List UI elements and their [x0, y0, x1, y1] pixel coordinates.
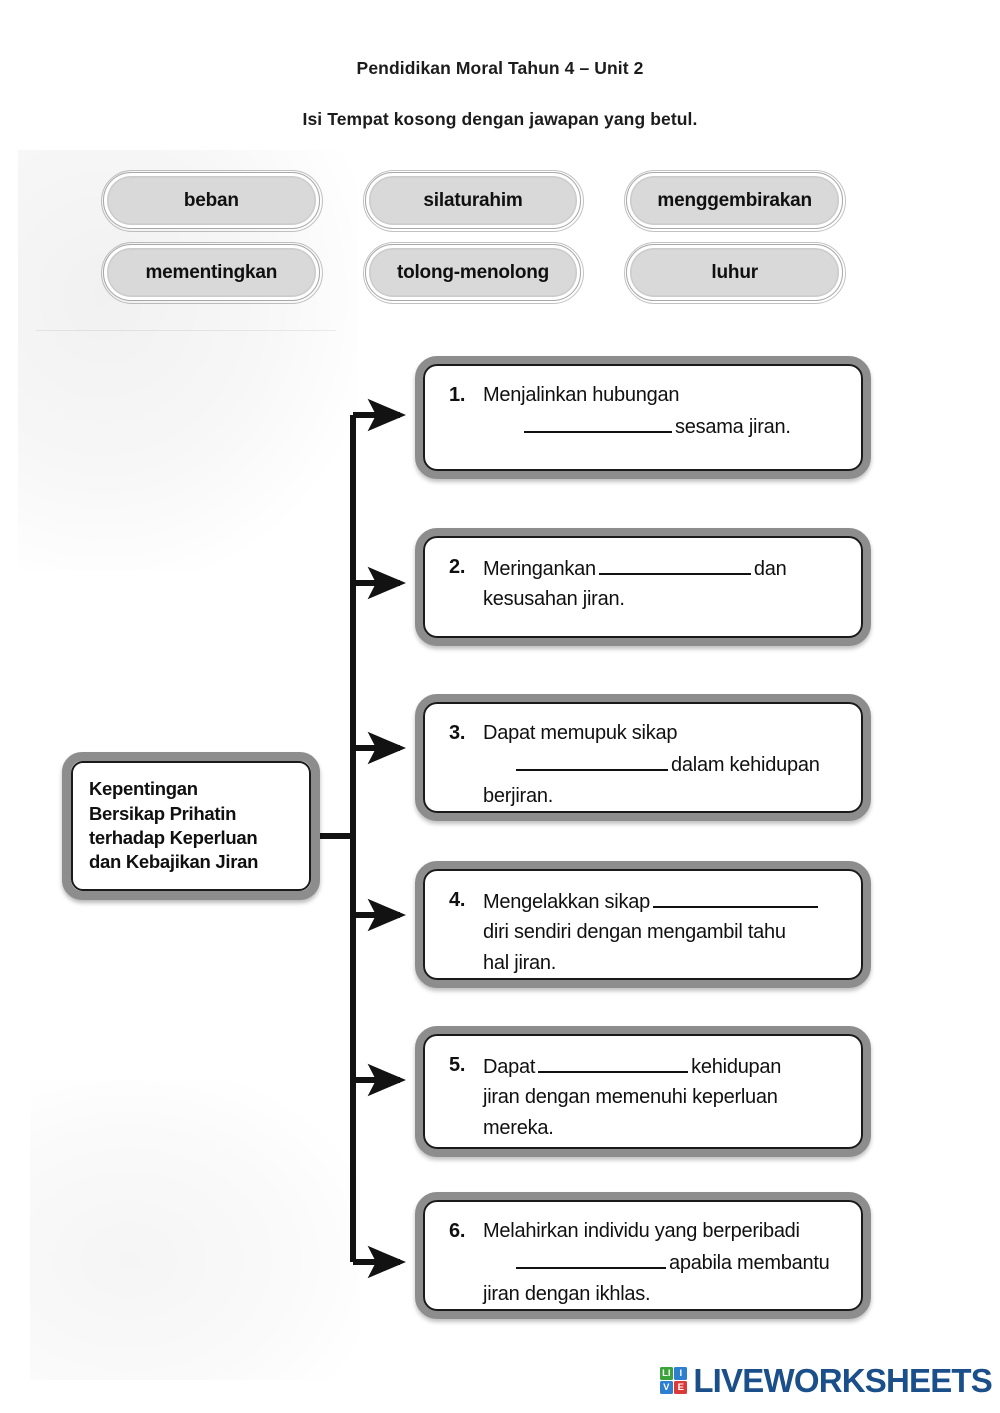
word-bank: beban silaturahim menggembirakan mementi… [101, 170, 846, 316]
item-text-line2: kesusahan jiran. [483, 588, 625, 611]
item-text-before: Dapat [483, 1056, 536, 1078]
diagram-item-6-inner: 6. Melahirkan individu yang berperibadi … [423, 1200, 863, 1311]
item-text-after: sesama jiran. [675, 416, 791, 439]
item-number: 6. [449, 1220, 466, 1242]
answer-blank-2[interactable] [598, 552, 751, 575]
diagram-item-4-inner: 4. Mengelakkan sikap diri sendiri dengan… [423, 869, 863, 980]
diagram-item-4: 4. Mengelakkan sikap diri sendiri dengan… [415, 861, 871, 988]
word-bank-pill-silaturahim[interactable]: silaturahim [362, 170, 585, 232]
diagram-central-node-label: Kepentingan Bersikap Prihatin terhadap K… [89, 778, 259, 873]
logo-tile-li: LI [659, 1366, 673, 1380]
item-text: Dapat memupuk sikap dalam kehidupan berj… [483, 718, 843, 807]
answer-blank-1[interactable] [524, 410, 672, 434]
item-text-line3: jiran dengan ikhlas. [483, 1282, 651, 1305]
item-text-after: kehidupan [691, 1056, 782, 1078]
answer-blank-6[interactable] [516, 1246, 666, 1270]
item-text-before: Dapat memupuk sikap [483, 722, 678, 744]
word-bank-row-1: beban silaturahim menggembirakan [101, 170, 846, 232]
diagram-item-5-inner: 5. Dapat kehidupan jiran dengan memenuhi … [423, 1034, 863, 1149]
item-text-line3: hal jiran. [483, 951, 557, 974]
item-text-line2: diri sendiri dengan mengambil tahu [483, 921, 786, 944]
scan-shadow-artifact-lower [30, 1080, 360, 1380]
answer-blank-4[interactable] [652, 885, 818, 908]
diagram-central-node-inner: Kepentingan Bersikap Prihatin terhadap K… [71, 761, 311, 891]
diagram-item-6: 6. Melahirkan individu yang berperibadi … [415, 1192, 871, 1319]
word-bank-pill-beban[interactable]: beban [101, 170, 323, 232]
item-number: 2. [449, 556, 466, 578]
header-block: Pendidikan Moral Tahun 4 – Unit 2 Isi Te… [0, 58, 1000, 130]
item-text-before: Mengelakkan sikap [483, 891, 650, 913]
item-text: Dapat kehidupan jiran dengan memenuhi kep… [483, 1050, 843, 1139]
diagram-item-3-inner: 3. Dapat memupuk sikap dalam kehidupan b… [423, 702, 863, 813]
liveworksheets-logo[interactable]: LI I V E LIVEWORKSHEETS [659, 1362, 993, 1399]
diagram-central-node: Kepentingan Bersikap Prihatin terhadap K… [62, 752, 320, 900]
item-text-line3: berjiran. [483, 784, 554, 807]
logo-tile-v: V [659, 1381, 673, 1395]
item-text: Mengelakkan sikap diri sendiri dengan me… [483, 885, 843, 974]
word-bank-row-2: mementingkan tolong-menolong luhur [101, 242, 846, 304]
item-text-before: Menjalinkan hubungan [483, 384, 680, 406]
word-bank-label: mementingkan [145, 261, 278, 283]
item-blank-line: sesama jiran. [483, 410, 843, 442]
item-number: 4. [449, 889, 466, 911]
word-bank-pill-mementingkan[interactable]: mementingkan [101, 242, 323, 304]
item-text-after: apabila membantu [669, 1252, 830, 1275]
word-bank-label: menggembirakan [657, 189, 812, 211]
logo-tile-i: I [674, 1366, 688, 1380]
liveworksheets-wordmark: LIVEWORKSHEETS [693, 1362, 992, 1399]
scan-band-artifact [36, 330, 336, 331]
item-blank-line: apabila membantu [483, 1246, 843, 1278]
word-bank-label: beban [183, 189, 239, 211]
word-bank-label: tolong-menolong [396, 261, 550, 283]
page-instruction: Isi Tempat kosong dengan jawapan yang be… [302, 109, 698, 129]
word-bank-label: luhur [711, 261, 758, 283]
diagram-item-3: 3. Dapat memupuk sikap dalam kehidupan b… [415, 694, 871, 821]
logo-tile-e: E [674, 1381, 688, 1395]
word-bank-pill-menggembirakan[interactable]: menggembirakan [624, 170, 846, 232]
diagram-item-2: 2. Meringankan dan kesusahan jiran. [415, 528, 871, 646]
item-text-line2: jiran dengan memenuhi keperluan [483, 1086, 778, 1109]
answer-blank-3[interactable] [516, 748, 668, 772]
answer-blank-5[interactable] [538, 1050, 689, 1073]
item-text-before: Meringankan [483, 558, 596, 580]
item-text-before: Melahirkan individu yang berperibadi [483, 1220, 800, 1242]
page-title: Pendidikan Moral Tahun 4 – Unit 2 [356, 58, 644, 78]
diagram-item-2-inner: 2. Meringankan dan kesusahan jiran. [423, 536, 863, 638]
diagram-item-5: 5. Dapat kehidupan jiran dengan memenuhi … [415, 1026, 871, 1157]
item-text-after: dalam kehidupan [671, 754, 820, 777]
item-number: 1. [449, 384, 466, 406]
word-bank-label: silaturahim [423, 189, 523, 211]
word-bank-pill-luhur[interactable]: luhur [624, 242, 846, 304]
word-bank-pill-tolong-menolong[interactable]: tolong-menolong [362, 242, 585, 304]
diagram-item-1: 1. Menjalinkan hubungan sesama jiran. [415, 356, 871, 479]
item-text: Melahirkan individu yang berperibadi apa… [483, 1216, 843, 1305]
item-number: 3. [449, 722, 466, 744]
item-text: Menjalinkan hubungan sesama jiran. [483, 380, 843, 457]
item-text-line3: mereka. [483, 1116, 554, 1139]
item-text-after: dan [753, 558, 787, 580]
item-blank-line: dalam kehidupan [483, 748, 843, 780]
item-text: Meringankan dan kesusahan jiran. [483, 552, 843, 624]
liveworksheets-logo-tiles: LI I V E [659, 1366, 688, 1395]
diagram-item-1-inner: 1. Menjalinkan hubungan sesama jiran. [423, 364, 863, 471]
item-number: 5. [449, 1054, 466, 1076]
